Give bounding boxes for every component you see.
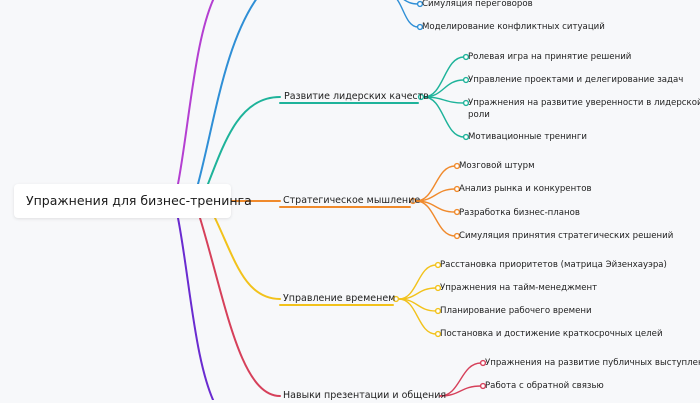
- node-dot-time-leaf-1: [434, 284, 442, 292]
- leaf-business-plans[interactable]: Разработка бизнес-планов: [459, 208, 580, 218]
- edge-top-leaf-2: [396, 0, 419, 28]
- leaf-public-speaking[interactable]: Упражнения на развитие публичных выступл…: [485, 358, 700, 368]
- edge-leadership-leaf-1: [423, 79, 465, 98]
- leaf-time-management-exercises[interactable]: Упражнения на тайм-менеджмент: [440, 283, 598, 293]
- edge-time-leaf-0: [398, 264, 437, 300]
- branch-time-management[interactable]: Управление временем: [283, 293, 396, 304]
- branch-presentation-skills[interactable]: Навыки презентации и общения: [283, 390, 447, 401]
- node-dot-time-leaf-0: [434, 261, 442, 269]
- leaf-feedback[interactable]: Работа с обратной связью: [485, 381, 604, 391]
- edge-root-leadership: [207, 96, 281, 185]
- leaf-work-planning[interactable]: Планирование рабочего времени: [440, 306, 592, 316]
- edge-strategic-leaf-3: [415, 200, 456, 237]
- node-dot-leadership-leaf-2: [462, 99, 470, 107]
- node-dot-strategic-leaf-2: [453, 208, 461, 216]
- edge-leadership-leaf-3: [423, 96, 465, 138]
- node-dot-presentation-leaf-0: [479, 359, 487, 367]
- leaf-strategic-simulation[interactable]: Симуляция принятия стратегических решени…: [459, 231, 674, 241]
- edge-strategic-leaf-0: [415, 165, 456, 202]
- leaf-short-term-goals[interactable]: Постановка и достижение краткосрочных це…: [440, 329, 663, 339]
- edge-time-leaf-3: [398, 298, 437, 335]
- leaf-negotiation-simulation[interactable]: Симуляция переговоров: [422, 0, 533, 9]
- branch-leadership[interactable]: Развитие лидерских качеств: [284, 91, 429, 102]
- leaf-market-analysis[interactable]: Анализ рынка и конкурентов: [459, 184, 592, 194]
- node-dot-time-leaf-3: [434, 330, 442, 338]
- node-dot-strategic-leaf-0: [453, 162, 461, 170]
- node-dot-strategic-leaf-1: [453, 185, 461, 193]
- edge-leadership-leaf-0: [423, 56, 465, 98]
- edge-top-leaf-1: [403, 0, 419, 5]
- node-dot-strategic-leaf-3: [453, 232, 461, 240]
- node-dot-leadership-leaf-3: [462, 133, 470, 141]
- leaf-brainstorm[interactable]: Мозговой штурм: [459, 161, 535, 171]
- node-dot-presentation-leaf-1: [479, 382, 487, 390]
- leaf-conflict-modeling[interactable]: Моделирование конфликтных ситуаций: [422, 22, 605, 32]
- edge-magenta-offscreen: [177, 0, 215, 185]
- root-node[interactable]: [14, 184, 231, 218]
- node-dot-time-leaf-2: [434, 307, 442, 315]
- branch-strategic-thinking[interactable]: Стратегическое мышление: [283, 195, 421, 206]
- leaf-project-delegation[interactable]: Управление проектами и делегирование зад…: [468, 75, 684, 85]
- leaf-leadership-confidence[interactable]: Упражнения на развитие уверенности в лид…: [468, 98, 700, 108]
- edge-root-time: [214, 217, 281, 300]
- leaf-leadership-confidence-cont: роли: [468, 110, 490, 120]
- edge-root-top-partial: [197, 0, 258, 185]
- leaf-motivational-trainings[interactable]: Мотивационные тренинги: [468, 132, 587, 142]
- node-dot-leadership-leaf-0: [462, 53, 470, 61]
- node-dot-top-0: [416, 0, 424, 8]
- node-dot-leadership-leaf-1: [462, 76, 470, 84]
- edge-purple-offscreen: [177, 217, 215, 400]
- root-label: Упражнения для бизнес-тренинга: [26, 193, 252, 208]
- node-dot-top-1: [416, 23, 424, 31]
- edge-root-presentation: [199, 217, 281, 397]
- leaf-decision-roleplay[interactable]: Ролевая игра на принятие решений: [468, 52, 632, 62]
- edge-presentation-leaf-1: [439, 385, 482, 397]
- leaf-prioritization[interactable]: Расстановка приоритетов (матрица Эйзенха…: [440, 260, 667, 270]
